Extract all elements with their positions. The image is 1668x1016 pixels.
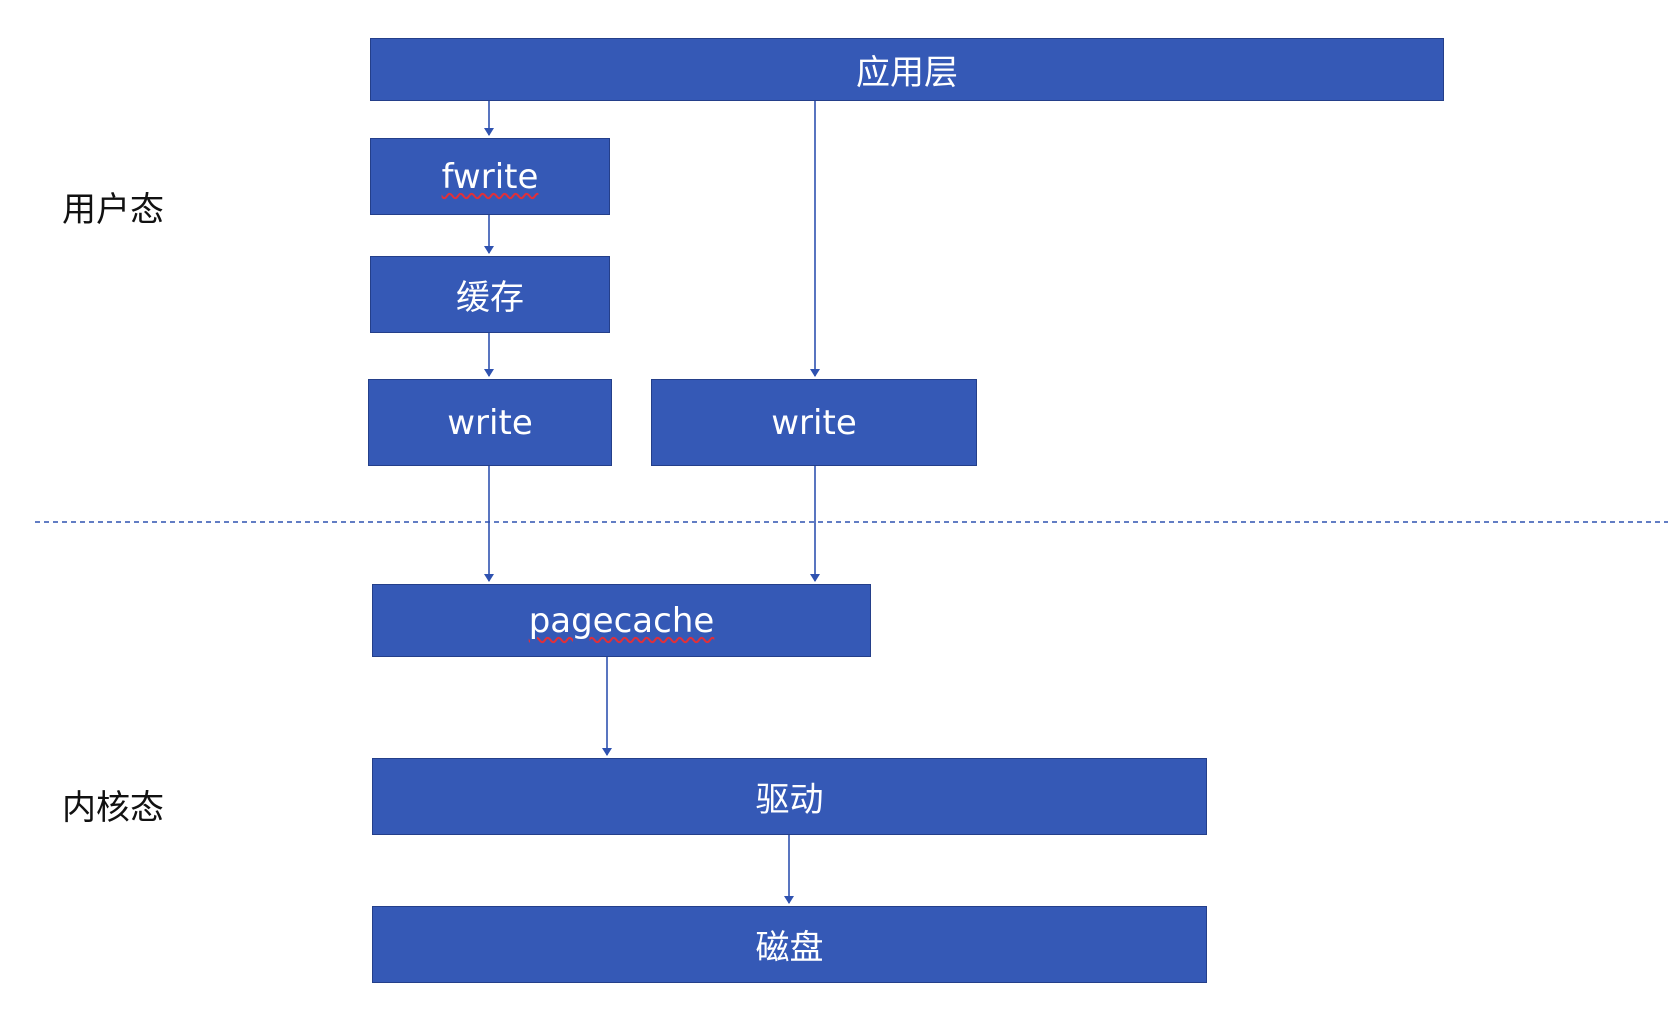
app-layer-text: 应用层 — [856, 53, 958, 93]
disk-text: 磁盘 — [755, 928, 824, 968]
write-buffered-box: write — [368, 379, 612, 466]
buffer-box: 缓存 — [370, 256, 610, 333]
driver-text: 驱动 — [755, 780, 824, 820]
write-buffered-text: write — [447, 402, 533, 443]
write-direct-box: write — [651, 379, 977, 466]
pagecache-text: pagecache — [528, 600, 715, 641]
disk-box: 磁盘 — [372, 906, 1207, 983]
write-direct-text: write — [771, 402, 857, 443]
driver-box: 驱动 — [372, 758, 1207, 835]
app-layer-box: 应用层 — [370, 38, 1444, 101]
kernel-mode-label: 内核态 — [62, 788, 164, 828]
fwrite-box: fwrite — [370, 138, 610, 215]
pagecache-box: pagecache — [372, 584, 871, 657]
buffer-text: 缓存 — [456, 278, 524, 318]
user-mode-label: 用户态 — [62, 190, 164, 230]
fwrite-text: fwrite — [441, 156, 539, 197]
